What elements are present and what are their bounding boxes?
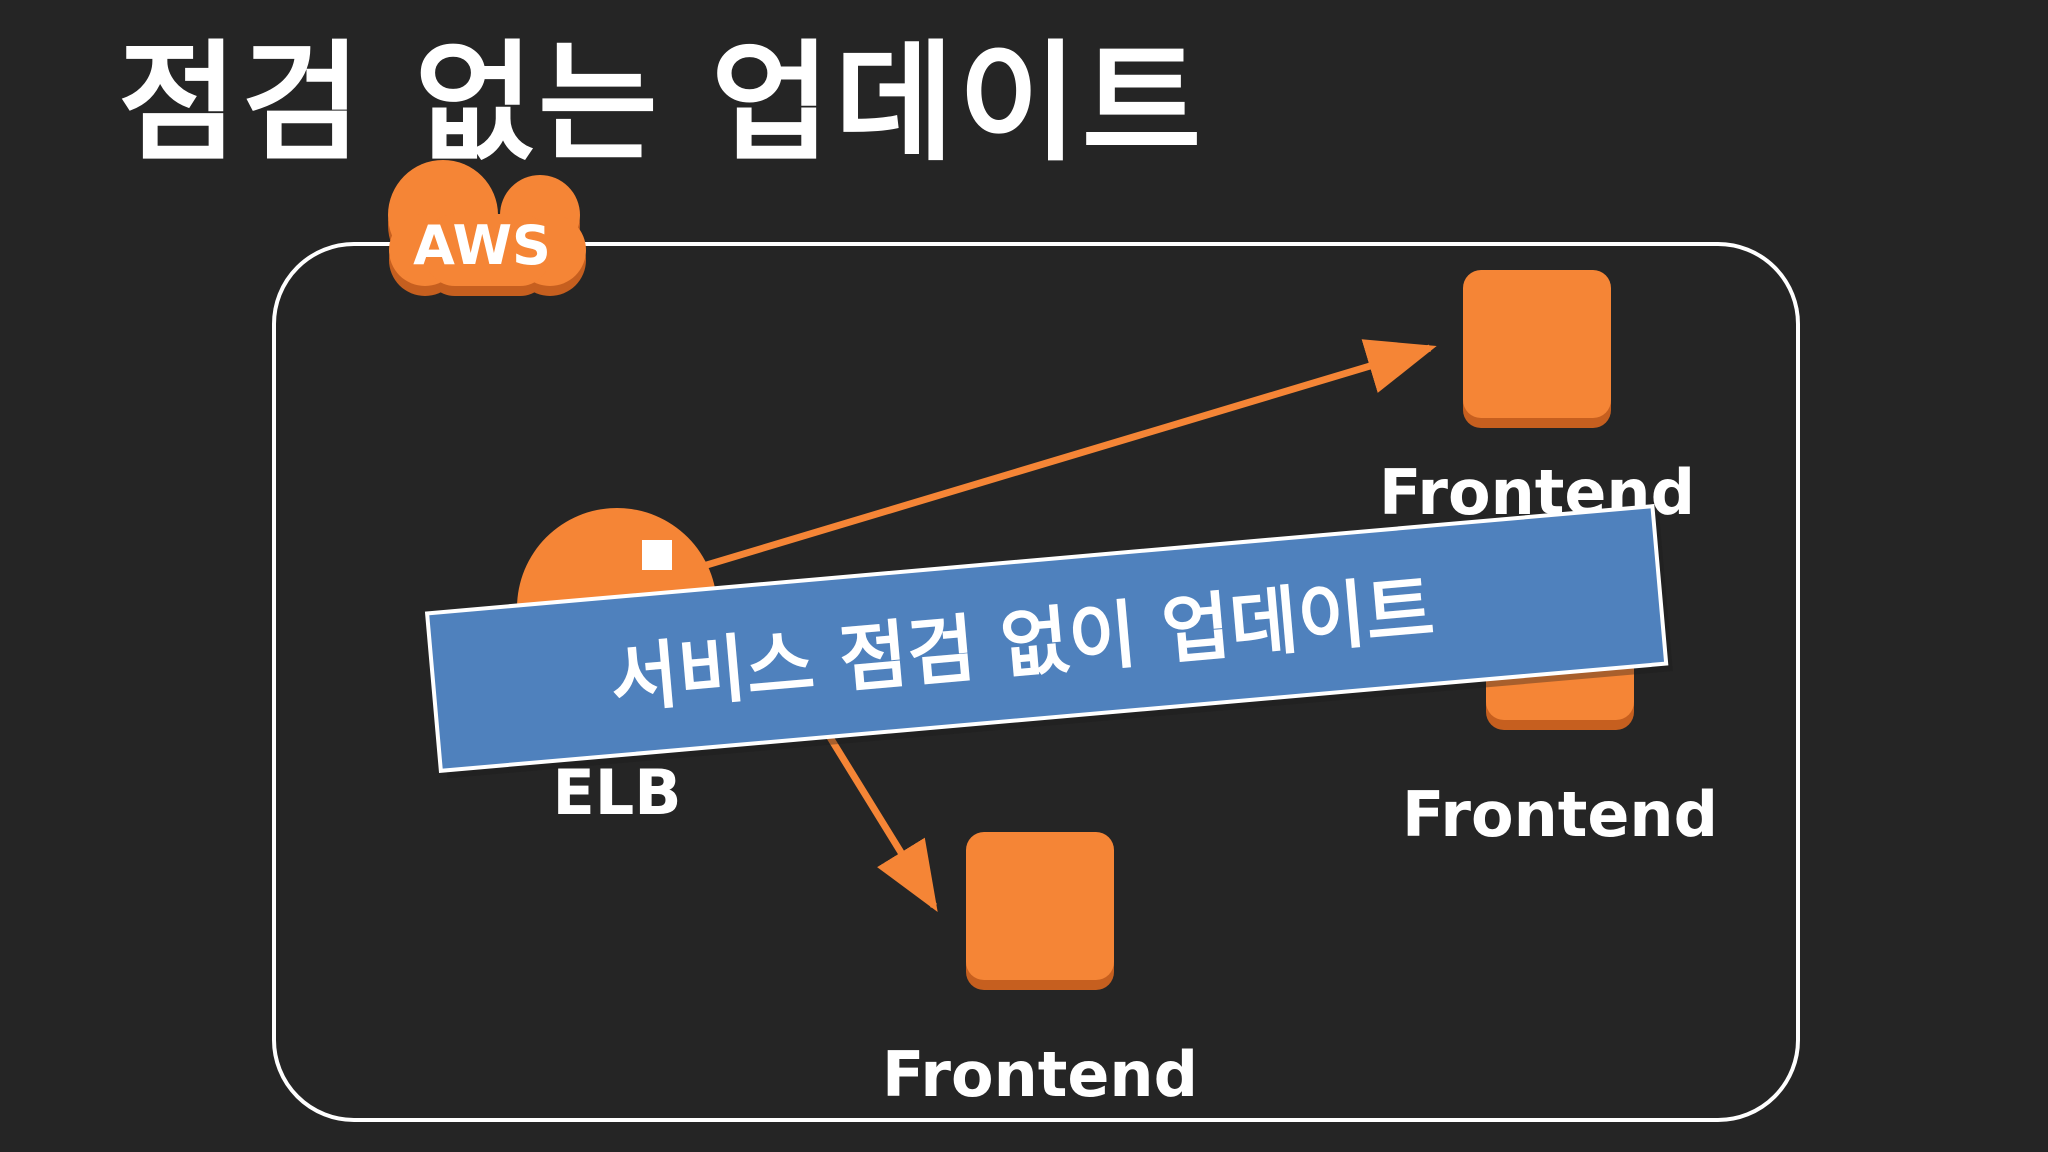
aws-cloud-badge: AWS [388, 160, 586, 296]
slide-title: 점검 없는 업데이트 [118, 27, 1206, 179]
frontend-node-bottom: Frontend [882, 832, 1198, 1111]
frontend-label-bottom: Frontend [882, 1038, 1198, 1111]
cloud-icon [388, 160, 586, 286]
elb-icon-glyph [642, 540, 672, 570]
frontend-label-middle: Frontend [1402, 778, 1718, 851]
frontend-instance-icon [1463, 270, 1611, 418]
frontend-node-top: Frontend [1379, 270, 1695, 529]
elb-label: ELB [552, 756, 681, 829]
aws-cloud-boundary [272, 242, 1800, 1122]
banner: 서비스 점검 없이 업데이트 [424, 504, 1673, 779]
banner-box [424, 504, 1669, 773]
arrow-elb-to-frontend-top [688, 339, 1437, 574]
aws-badge-label: AWS [413, 214, 551, 277]
frontend-instance-icon [966, 832, 1114, 980]
